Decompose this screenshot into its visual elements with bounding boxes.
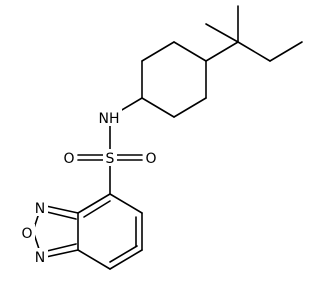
bond-benzene-c6-c7-b [109, 245, 138, 263]
bond-methyl-left [205, 23, 239, 43]
bond-ethyl-ch2 [237, 41, 271, 62]
atom-nitrogen-bottom: N [35, 250, 45, 266]
bond-benzene-c6-c7-a [109, 249, 143, 270]
bond-c3a-n-top-b [46, 211, 77, 220]
bond-benzene-c3a-c4-a [77, 193, 111, 214]
bond-cyclohexane-6 [141, 97, 175, 118]
bond-ring-to-quaternary-c [205, 41, 239, 62]
atom-nh: NH [99, 111, 120, 127]
atom-sulfur: S [106, 151, 115, 167]
bond-cyclohexane-2 [141, 41, 175, 62]
bond-c3a-n-top-a [45, 205, 79, 214]
bond-benzene-c3a-c4-b [83, 200, 111, 218]
bond-cyclohexane-5 [173, 97, 207, 118]
atom-labels: NH S O O N O N [20, 109, 158, 266]
bond-ethyl-ch3 [269, 41, 303, 62]
bond-benzene-c4-c5 [109, 193, 143, 214]
atom-oxygen-left: O [63, 151, 74, 167]
bond-cyclohexane-3 [173, 41, 207, 62]
atom-oxygen-ring: O [21, 226, 32, 242]
bonds [32, 5, 303, 270]
bond-c7a-n-bottom-b [46, 243, 77, 252]
atom-nitrogen-top: N [35, 201, 45, 217]
atom-oxygen-right: O [145, 151, 156, 167]
bond-benzene-c7-c7a [77, 249, 111, 270]
bond-c7a-n-bottom-a [45, 249, 79, 258]
